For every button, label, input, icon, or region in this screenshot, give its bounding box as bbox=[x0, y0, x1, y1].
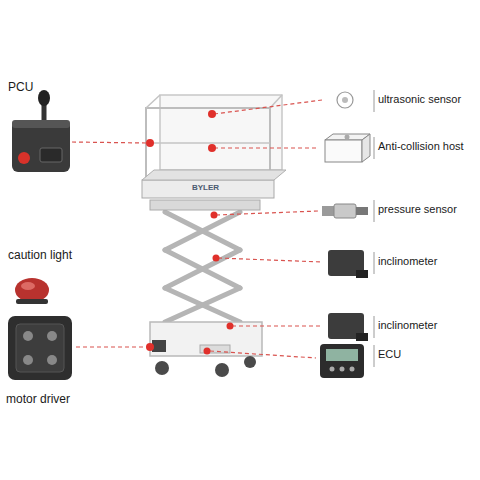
guardrail-front bbox=[146, 108, 270, 180]
deck-frame bbox=[150, 200, 260, 210]
inclinometer-icon bbox=[328, 313, 368, 341]
component-label: pressure sensor bbox=[378, 203, 457, 216]
lift bbox=[142, 95, 286, 377]
pressure-sensor-icon bbox=[322, 204, 368, 218]
guardrail-back bbox=[160, 95, 282, 170]
component-label: ultrasonic sensor bbox=[378, 93, 461, 106]
ultrasonic-sensor-icon bbox=[337, 92, 353, 108]
component-label: ECU bbox=[378, 348, 401, 361]
caution-light-icon bbox=[15, 278, 49, 304]
chassis bbox=[150, 322, 262, 356]
component-label: PCU bbox=[8, 80, 33, 94]
component-label: Anti-collision host bbox=[378, 140, 464, 153]
scissor-arms bbox=[165, 212, 240, 322]
wheel bbox=[155, 361, 169, 375]
leader-lines bbox=[72, 100, 322, 358]
deck-top bbox=[142, 170, 286, 180]
mount-dots bbox=[146, 110, 234, 355]
pcu-icon bbox=[12, 90, 70, 172]
component-label: caution light bbox=[8, 248, 72, 262]
inclinometer-icon bbox=[328, 250, 368, 278]
mid-rail bbox=[146, 142, 270, 144]
wheel bbox=[215, 363, 229, 377]
component-label: inclinometer bbox=[378, 319, 437, 332]
component-label: inclinometer bbox=[378, 255, 437, 268]
component-label: motor driver bbox=[6, 392, 70, 406]
motor-driver-icon bbox=[8, 316, 72, 380]
platform-deck bbox=[142, 180, 274, 198]
wheel bbox=[244, 356, 256, 368]
rail-join bbox=[146, 95, 160, 108]
brand-mark: BYLER bbox=[192, 183, 219, 193]
separators bbox=[374, 90, 375, 367]
anti-collision-host-icon bbox=[325, 134, 370, 162]
ecu-icon bbox=[320, 344, 364, 378]
drive-motor bbox=[152, 340, 166, 352]
